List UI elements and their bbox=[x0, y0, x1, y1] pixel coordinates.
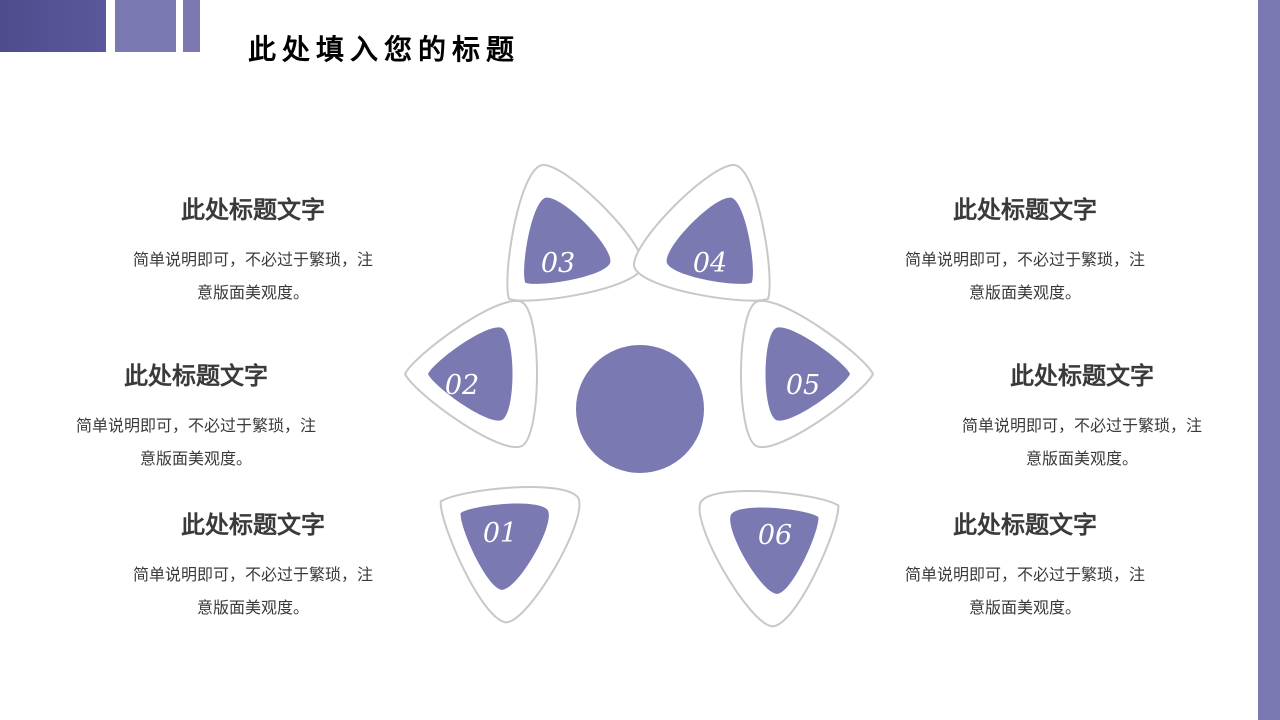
block-heading: 此处标题文字 bbox=[953, 511, 1097, 539]
block-description: 简单说明即可，不必过于繁琐，注 意版面美观度。 bbox=[83, 558, 423, 624]
description-line: 简单说明即可，不必过于繁琐，注 bbox=[75, 416, 316, 435]
header-accent-block-medium bbox=[115, 0, 176, 52]
description-line: 意版面美观度。 bbox=[968, 283, 1081, 302]
block-description: 简单说明即可，不必过于繁琐，注 意版面美观度。 bbox=[855, 243, 1195, 309]
description-line: 简单说明即可，不必过于繁琐，注 bbox=[904, 565, 1145, 584]
petal-number-05: 05 bbox=[786, 370, 820, 401]
block-heading: 此处标题文字 bbox=[181, 196, 325, 224]
block-heading: 此处标题文字 bbox=[124, 362, 268, 390]
text-block-04: 此处标题文字 简单说明即可，不必过于繁琐，注 意版面美观度。 bbox=[855, 193, 1195, 309]
text-block-06: 此处标题文字 简单说明即可，不必过于繁琐，注 意版面美观度。 bbox=[855, 508, 1195, 624]
block-heading: 此处标题文字 bbox=[181, 511, 325, 539]
description-line: 意版面美观度。 bbox=[1025, 449, 1138, 468]
description-line: 简单说明即可，不必过于繁琐，注 bbox=[961, 416, 1202, 435]
description-line: 简单说明即可，不必过于繁琐，注 bbox=[132, 565, 373, 584]
header-accent-block-small bbox=[183, 0, 200, 52]
description-line: 意版面美观度。 bbox=[968, 598, 1081, 617]
block-description: 简单说明即可，不必过于繁琐，注 意版面美观度。 bbox=[26, 409, 366, 475]
center-circle bbox=[576, 345, 704, 473]
petal-number-06: 06 bbox=[758, 520, 792, 551]
block-heading: 此处标题文字 bbox=[1010, 362, 1154, 390]
right-accent-bar bbox=[1258, 0, 1280, 720]
text-block-02: 此处标题文字 简单说明即可，不必过于繁琐，注 意版面美观度。 bbox=[26, 359, 366, 475]
description-line: 简单说明即可，不必过于繁琐，注 bbox=[132, 250, 373, 269]
block-heading: 此处标题文字 bbox=[953, 196, 1097, 224]
text-block-03: 此处标题文字 简单说明即可，不必过于繁琐，注 意版面美观度。 bbox=[83, 193, 423, 309]
block-description: 简单说明即可，不必过于繁琐，注 意版面美观度。 bbox=[912, 409, 1252, 475]
description-line: 意版面美观度。 bbox=[139, 449, 252, 468]
page-title: 此处填入您的标题 bbox=[248, 33, 521, 66]
description-line: 简单说明即可，不必过于繁琐，注 bbox=[904, 250, 1145, 269]
block-description: 简单说明即可，不必过于繁琐，注 意版面美观度。 bbox=[855, 558, 1195, 624]
petal-number-04: 04 bbox=[693, 248, 727, 279]
text-block-05: 此处标题文字 简单说明即可，不必过于繁琐，注 意版面美观度。 bbox=[912, 359, 1252, 475]
block-description: 简单说明即可，不必过于繁琐，注 意版面美观度。 bbox=[83, 243, 423, 309]
petal-number-02: 02 bbox=[445, 370, 479, 401]
header-accent-block-large bbox=[0, 0, 106, 52]
description-line: 意版面美观度。 bbox=[196, 283, 309, 302]
petal-number-03: 03 bbox=[541, 248, 575, 279]
text-block-01: 此处标题文字 简单说明即可，不必过于繁琐，注 意版面美观度。 bbox=[83, 508, 423, 624]
petal-number-01: 01 bbox=[483, 518, 517, 549]
description-line: 意版面美观度。 bbox=[196, 598, 309, 617]
